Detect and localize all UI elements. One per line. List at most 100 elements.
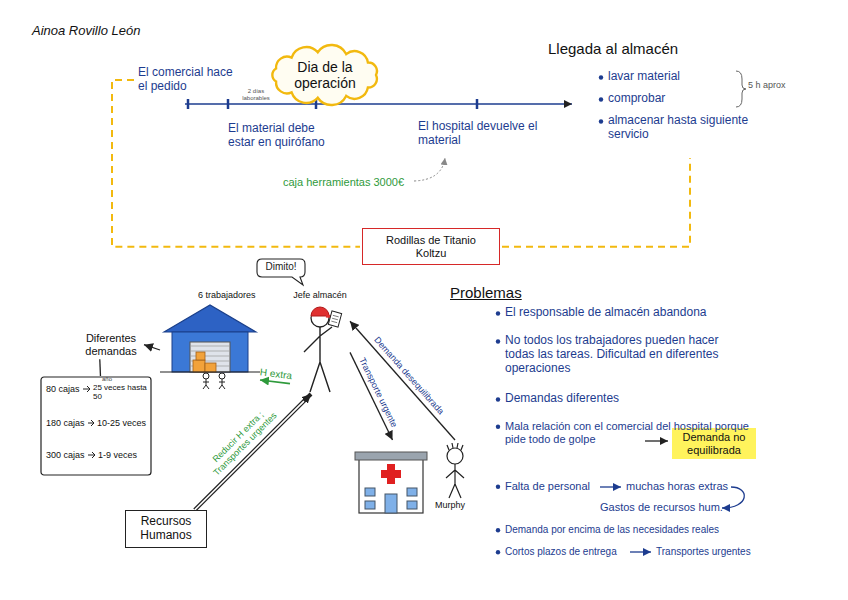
- demand-table-text: 1-9 veces: [98, 450, 137, 460]
- highlight-note-text: Demanda no equilibrada: [676, 431, 752, 456]
- note-text: Cortos plazos de entrega: [505, 546, 617, 558]
- figure-head: [447, 448, 463, 464]
- note-text: comprobar: [608, 92, 665, 106]
- speech-bubble: Dimito!: [256, 258, 306, 286]
- hospital: Murphy: [355, 440, 480, 515]
- demand-table-text: 300 cajas: [46, 450, 85, 460]
- box: [205, 363, 216, 372]
- clipboard: [328, 311, 341, 327]
- note-text: Mala relación con el comercial del hospi…: [505, 420, 750, 445]
- warehouse-drawing: [160, 290, 260, 390]
- hr-box-text: Recursos Humanos: [130, 515, 202, 543]
- clipboard-line: [331, 321, 337, 323]
- demand-heading: Diferentes demandas: [78, 330, 144, 359]
- box: [196, 352, 205, 360]
- product-box-text: Rodillas de Titanio Koltzu: [371, 234, 491, 259]
- table-border: [41, 377, 151, 475]
- figure-body: [304, 327, 332, 392]
- note-text: Gastos de recursos hum.: [600, 501, 723, 514]
- red-cross: [381, 470, 401, 478]
- ground-line: [160, 371, 260, 372]
- arrow: [600, 486, 621, 487]
- note-text: caja herramientas 3000€: [283, 176, 404, 189]
- speech-bubble-text: Dimito!: [256, 261, 306, 273]
- row-arrow: [88, 452, 95, 458]
- note-text: muchas horas extras: [626, 480, 728, 493]
- demand-table-text: 10-25 veces: [97, 418, 146, 428]
- connector: [350, 321, 455, 440]
- clipboard-board: [328, 311, 341, 327]
- figure-body: [446, 443, 464, 498]
- bullet: [496, 550, 500, 554]
- product-box: Rodillas de Titanio Koltzu: [362, 228, 500, 265]
- operation-day-cloud-text: Dia de la operación: [283, 59, 367, 91]
- note-text: Problemas: [450, 284, 522, 301]
- demand-table: 80 cajasaño25 veces hasta 50180 cajas10-…: [40, 376, 152, 476]
- note-text: Demanda por encima de las necesidades re…: [505, 524, 719, 536]
- note-text: lavar material: [608, 70, 680, 84]
- connector-label: H extra: [259, 366, 292, 381]
- bullet: [496, 528, 500, 532]
- warehouse-wall: [172, 332, 248, 372]
- note-text: 2 días laborables: [234, 88, 278, 102]
- connector: [144, 345, 160, 350]
- dashed-frame: [112, 80, 690, 247]
- operation-day-cloud: Dia de la operación: [268, 46, 382, 104]
- door-slat: [190, 351, 230, 352]
- warehouse-manager-drawing: [290, 290, 350, 394]
- note-text: El material debe estar en quirófano: [228, 122, 332, 150]
- connector: [99, 359, 101, 376]
- bullet: [496, 425, 500, 429]
- note-text: Demandas diferentes: [505, 392, 619, 406]
- hospital-roof: [355, 452, 427, 460]
- timeline-tick: [187, 99, 190, 109]
- demand-table-text: 180 cajas: [46, 418, 85, 428]
- bullet: [496, 339, 500, 343]
- note-text: No todos los trabajadores pueden hacer t…: [505, 334, 750, 375]
- warehouse-roof: [164, 305, 256, 332]
- note-text: El responsable de almacén abandona: [505, 306, 805, 320]
- row-arrow: [88, 420, 94, 426]
- door-slat: [190, 346, 230, 347]
- clipboard-line: [332, 318, 338, 320]
- hr-box: Recursos Humanos: [125, 510, 207, 548]
- highlight-note: Demanda no equilibrada: [672, 428, 756, 459]
- window: [365, 488, 375, 496]
- hospital-building: [359, 458, 423, 513]
- door: [385, 494, 397, 513]
- clipboard-line: [333, 315, 339, 317]
- connector-label: Transporte urgente: [357, 356, 400, 429]
- box: [193, 360, 205, 372]
- figure-body: [219, 379, 225, 389]
- hospital-text: Murphy: [435, 500, 465, 510]
- note-text: Ainoa Rovillo León: [32, 24, 140, 39]
- timeline: [185, 103, 572, 105]
- connector: [195, 394, 311, 510]
- arrow: [630, 551, 651, 552]
- note-text: Falta de personal: [505, 480, 590, 493]
- figure-body: [203, 379, 209, 389]
- window: [365, 501, 375, 509]
- cloud-shape: [272, 45, 377, 105]
- bullet: [496, 485, 500, 489]
- row-arrow: [83, 386, 90, 392]
- warehouse-door: [190, 342, 230, 372]
- warehouse-manager-text: Jefe almacén: [290, 290, 350, 300]
- warehouse-text: 6 trabajadores: [198, 290, 256, 300]
- bullet: [496, 311, 500, 315]
- demand-table-text: 80 cajas: [46, 384, 80, 394]
- bullet: [599, 97, 603, 101]
- window: [407, 501, 417, 509]
- note-text: Llegada al almacén: [548, 40, 678, 57]
- warehouse-manager: Jefe almacén: [290, 290, 350, 394]
- demand-heading-text: Diferentes demandas: [80, 332, 142, 357]
- note-text: El comercial hace el pedido: [138, 66, 238, 94]
- demand-table-text: 25 veces hasta 50: [93, 383, 149, 401]
- note-text: Transportes urgentes: [656, 546, 751, 558]
- window: [407, 488, 417, 496]
- return-arrow: [414, 158, 445, 181]
- timeline-tick: [227, 99, 230, 109]
- note-text: almacenar hasta siguiente servicio: [608, 114, 758, 142]
- note-text: El hospital devuelve el material: [418, 120, 542, 148]
